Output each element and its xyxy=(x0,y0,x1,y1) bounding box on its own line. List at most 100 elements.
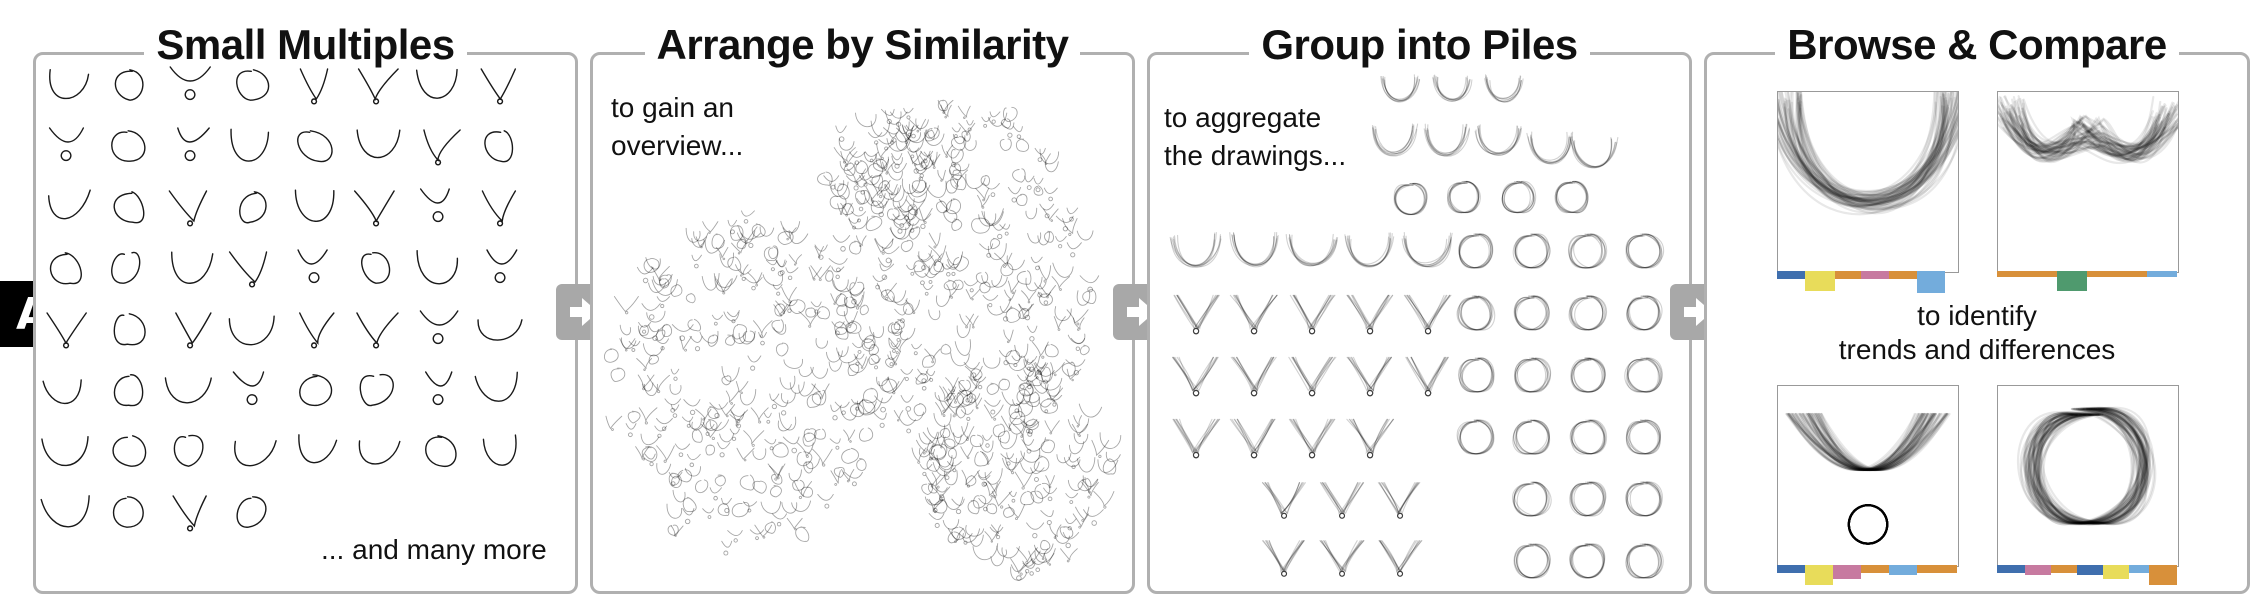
sketch-point xyxy=(730,411,746,424)
sketch-point xyxy=(849,291,865,310)
pile xyxy=(1626,295,1663,331)
sketch-point xyxy=(1035,366,1051,383)
sketch-point xyxy=(628,340,641,352)
sketch-point xyxy=(952,133,966,145)
sketch-point xyxy=(915,150,931,168)
sketch-point xyxy=(899,327,916,341)
sketch-point xyxy=(885,289,907,303)
sketch-point xyxy=(920,258,937,272)
sketch-point xyxy=(895,130,913,143)
sketch-point xyxy=(1043,553,1055,566)
sketch-point xyxy=(833,147,856,164)
sketch-point xyxy=(685,227,701,243)
sketch-point xyxy=(798,366,814,377)
sketch-point xyxy=(966,393,981,403)
sketch-point xyxy=(953,432,969,445)
sketch-point xyxy=(865,215,883,231)
sketch-point xyxy=(965,525,985,537)
sketch-point xyxy=(896,127,914,144)
sketch-point xyxy=(793,481,813,500)
pile-preview-1[interactable] xyxy=(1777,91,1959,273)
sketch-point xyxy=(1065,359,1086,376)
sketch-point xyxy=(898,198,915,212)
sketch-point xyxy=(888,337,909,355)
sketch-point xyxy=(788,230,809,245)
sketch-point xyxy=(991,276,1008,288)
necklace-sketch xyxy=(112,435,147,467)
sketch-point xyxy=(951,526,966,541)
sketch-point xyxy=(752,320,773,338)
pile xyxy=(1172,418,1221,459)
sketch-point xyxy=(888,337,902,350)
sketch-point xyxy=(1044,344,1059,358)
sketch-point xyxy=(759,226,775,237)
sketch-point xyxy=(1025,276,1043,292)
sketch-point xyxy=(911,343,922,356)
pile-preview-2[interactable] xyxy=(1997,91,2179,273)
sketch-point xyxy=(768,246,779,259)
sketch-point xyxy=(1037,291,1052,305)
sketch-point xyxy=(1030,256,1043,271)
sketch-point xyxy=(773,304,788,317)
sketch-point xyxy=(870,120,890,137)
sketch-point xyxy=(924,129,935,142)
sketch-point xyxy=(1034,147,1046,162)
sketch-point xyxy=(1039,377,1063,391)
sketch-point xyxy=(829,181,849,197)
sketch-point xyxy=(699,330,719,344)
sketch-point xyxy=(782,300,798,313)
pile xyxy=(1567,233,1608,269)
sketch-point xyxy=(693,231,709,242)
sketch-point xyxy=(922,284,934,296)
sketch-point xyxy=(938,198,953,213)
sketch-point xyxy=(991,490,1013,509)
sketch-point xyxy=(729,428,740,442)
sketch-point xyxy=(855,235,867,248)
sketch-point xyxy=(977,471,992,487)
sketch-point xyxy=(731,333,746,344)
sketch-point xyxy=(931,486,951,502)
sketch-point xyxy=(777,420,792,432)
sketch-point xyxy=(730,409,749,427)
sketch-point xyxy=(899,419,917,434)
sketch-point xyxy=(743,501,758,513)
sketch-point xyxy=(918,207,933,224)
sketch-point xyxy=(902,177,921,195)
sketch-point xyxy=(960,446,974,460)
sketch-point xyxy=(946,392,964,409)
sketch-point xyxy=(932,461,954,476)
pile xyxy=(1229,418,1276,459)
sketch-point xyxy=(991,223,1006,240)
sketch-point xyxy=(833,466,845,478)
necklace-sketch xyxy=(415,68,458,99)
sketch-point xyxy=(874,395,893,413)
sketch-point xyxy=(844,471,863,487)
sketch-point xyxy=(956,323,971,338)
sketch-point xyxy=(939,385,955,402)
sketch-point xyxy=(928,444,947,461)
sketch-point xyxy=(1055,236,1067,249)
sketch-point xyxy=(1022,562,1036,576)
sketch-point xyxy=(783,358,803,369)
sketch-point xyxy=(876,376,890,387)
sketch-point xyxy=(1077,477,1092,492)
sketch-point xyxy=(936,454,954,471)
sketch-point xyxy=(889,111,908,127)
sketch-point xyxy=(1073,433,1089,445)
sketch-point xyxy=(1076,290,1090,306)
sketch-point xyxy=(946,284,960,299)
sketch-point xyxy=(1059,526,1074,539)
sketch-point xyxy=(949,422,969,438)
pile-preview-4[interactable] xyxy=(1997,385,2179,567)
sketch-point xyxy=(1044,161,1059,173)
sketch-point xyxy=(1040,510,1054,525)
sketch-point xyxy=(635,446,650,461)
sketch-point xyxy=(1026,325,1038,342)
sketch-point xyxy=(958,122,976,136)
sketch-point xyxy=(798,383,816,397)
sketch-point xyxy=(910,157,926,174)
pile-preview-3[interactable] xyxy=(1777,385,1959,567)
pile-color-strip xyxy=(1777,565,1959,591)
pile xyxy=(1319,540,1365,577)
more-label: ... and many more xyxy=(321,534,547,565)
